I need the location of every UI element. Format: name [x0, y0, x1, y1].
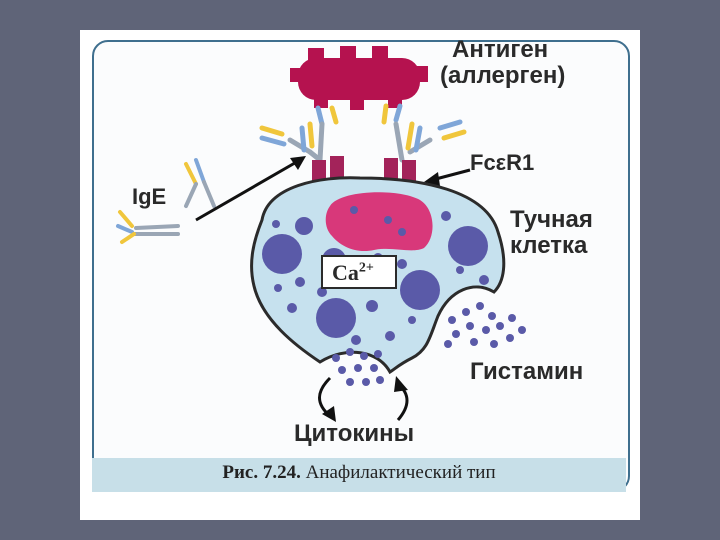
cytokine-arrow-left [318, 376, 336, 422]
histamine-granules [444, 302, 526, 348]
antigen-label: Антиген [452, 36, 549, 63]
bound-ige-left [259, 105, 339, 163]
arrow-ige-to-receptor [195, 156, 306, 222]
caption-text: Анафилактический тип [305, 462, 496, 483]
antigen-shape [290, 46, 428, 110]
bound-ige-right [381, 103, 467, 163]
calcium-charge: 2+ [358, 260, 374, 276]
cytokine-granules [332, 348, 384, 386]
ige-label: IgE [132, 184, 167, 209]
free-ige-top [184, 158, 216, 208]
histamine-label: Гистамин [470, 358, 584, 385]
caption-number: Рис. 7.24. [222, 462, 301, 483]
calcium-symbol: Ca [332, 260, 359, 285]
caption-band [92, 458, 626, 492]
figure-caption: Рис. 7.24. Анафилактический тип [92, 462, 626, 492]
mast-cell-label-line2: клетка [510, 232, 588, 259]
free-ige-bottom [116, 210, 180, 244]
receptor-label: FcεR1 [470, 150, 535, 175]
mast-cell-label-line1: Тучная [510, 206, 593, 233]
fc-receptors [312, 156, 416, 182]
calcium-box [321, 255, 397, 289]
arrow-to-receptor-label [424, 168, 471, 186]
calcium-label: Ca2+ [332, 260, 374, 286]
cytokines-label: Цитокины [294, 420, 415, 447]
allergen-label: (аллерген) [440, 62, 566, 89]
cytokine-arrow-right [394, 376, 409, 421]
